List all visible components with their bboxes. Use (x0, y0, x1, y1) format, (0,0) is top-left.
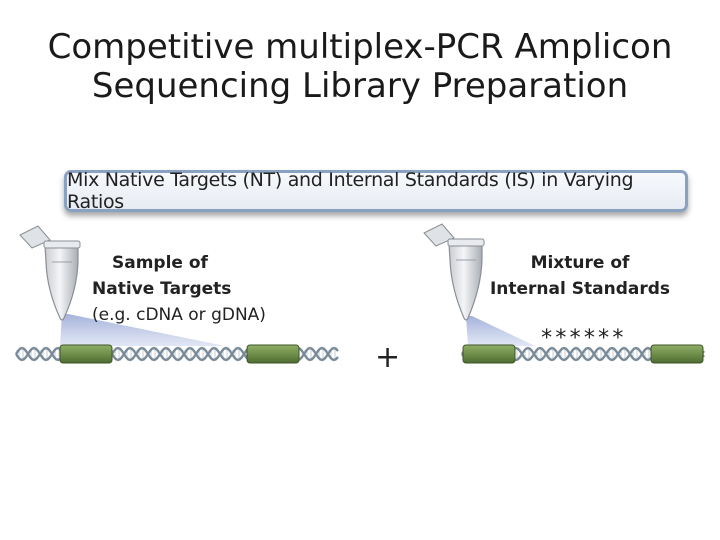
native-targets-label: Sample of Native Targets (e.g. cDNA or g… (92, 250, 266, 328)
native-target-block-2 (246, 344, 300, 364)
title-line-1: Competitive multiplex-PCR Amplicon (47, 27, 673, 67)
internal-standard-block-1 (462, 344, 516, 364)
asterisks-marker: ****** (540, 326, 626, 351)
page-title: Competitive multiplex-PCR Amplicon Seque… (0, 28, 720, 106)
internal-standards-label: Mixture of Internal Standards (480, 250, 680, 302)
standards-label-line-2: Internal Standards (489, 279, 671, 299)
native-label-line-2: Native Targets (92, 279, 232, 299)
native-label-line-3: (e.g. cDNA or gDNA) (92, 305, 266, 325)
standards-label-line-1: Mixture of (530, 253, 630, 273)
plus-sign: + (375, 340, 401, 375)
internal-standard-block-2 (650, 344, 704, 364)
native-label-line-1: Sample of (112, 253, 208, 273)
banner-text: Mix Native Targets (NT) and Internal Sta… (67, 169, 634, 213)
right-sample-cone (466, 316, 535, 346)
left-pcr-tube-icon (19, 225, 81, 321)
mix-instruction-banner: Mix Native Targets (NT) and Internal Sta… (64, 169, 688, 213)
right-pcr-tube-icon (423, 223, 485, 321)
native-target-block-1 (59, 344, 113, 364)
title-line-2: Sequencing Library Preparation (91, 66, 629, 106)
left-sample-cone (60, 314, 225, 346)
